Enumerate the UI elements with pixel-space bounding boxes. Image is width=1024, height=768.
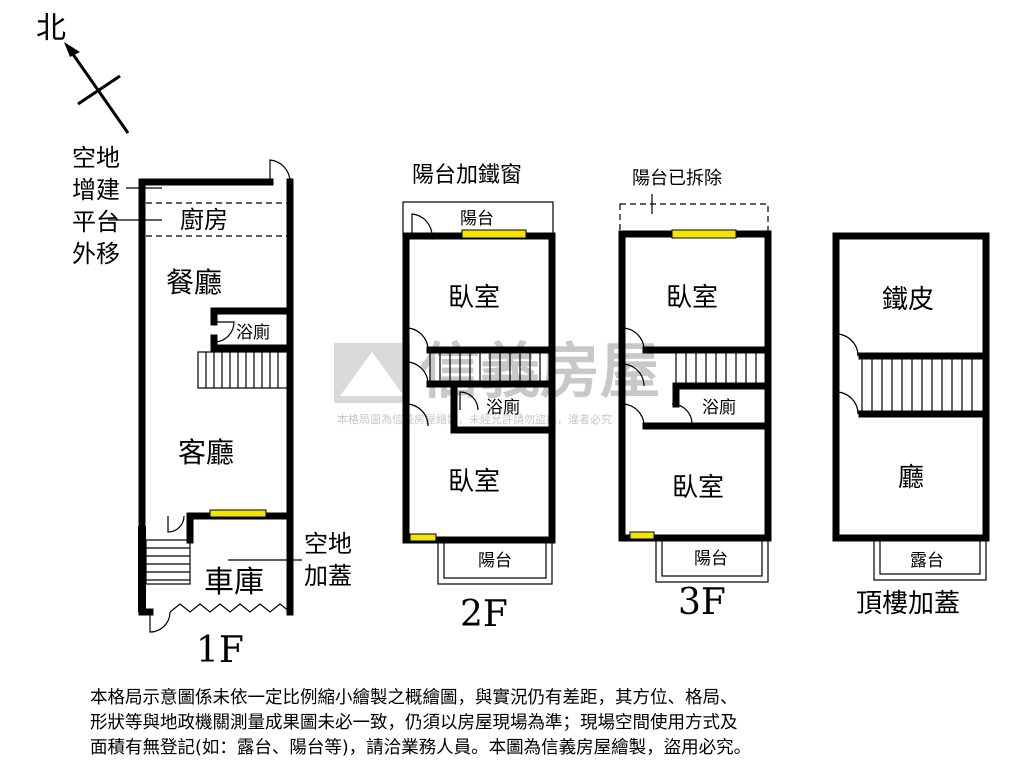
disclaimer-line-1: 本格局示意圖係未依一定比例縮小繪製之概繪圖，與實況仍有差距，其方位、格局、 — [90, 688, 738, 708]
floor-roof: 鐵皮 廳 露台 頂樓加蓋 — [832, 232, 990, 619]
floor-1f: 廚房 餐廳 浴廁 客廳 車庫 空地 增建 平台 外移 空地 加蓋 1F — [72, 144, 352, 671]
note-platform: 平台 — [72, 208, 120, 236]
label-kitchen: 廚房 — [180, 206, 228, 234]
label-garage: 車庫 — [204, 565, 264, 600]
north-label: 北 — [36, 11, 66, 46]
label-3f-bath: 浴廁 — [702, 397, 736, 418]
title-roof: 頂樓加蓋 — [856, 589, 960, 619]
label-3f-bedroom-bottom: 臥室 — [672, 473, 724, 503]
title-1f: 1F — [196, 630, 244, 671]
label-2f-bedroom-top: 臥室 — [448, 283, 500, 313]
label-living: 客廳 — [178, 436, 234, 469]
floor-2f: 陽台加鐵窗 陽台 臥室 浴廁 臥室 陽台 2F — [402, 163, 556, 635]
note-vacant-a: 空地 — [72, 144, 120, 172]
disclaimer: 本格局示意圖係未依一定比例縮小繪製之概繪圖，與實況仍有差距，其方位、格局、 形狀… — [90, 686, 990, 761]
label-roof-hall: 廳 — [898, 463, 924, 493]
label-2f-balcony-bottom: 陽台 — [478, 551, 512, 571]
floor-3f: 陽台已拆除 臥室 浴廁 臥室 陽台 3F — [618, 168, 772, 623]
disclaimer-line-3: 面積有無登記(如：露台、陽台等)，請洽業務人員。本圖為信義房屋繪製，盜用必究。 — [90, 738, 752, 758]
title-3f: 3F — [678, 582, 726, 623]
note-covered: 加蓋 — [304, 562, 352, 590]
disclaimer-line-2: 形狀等與地政機關測量成果圖未必一致，仍須以房屋現場為準；現場空間使用方式及 — [90, 713, 738, 733]
label-roof-iron: 鐵皮 — [882, 285, 934, 315]
watermark-logo-icon — [334, 343, 410, 403]
label-2f-balcony-top: 陽台 — [460, 209, 494, 229]
note-extension: 增建 — [72, 176, 120, 204]
note-3f: 陽台已拆除 — [632, 168, 722, 189]
watermark-notice: 本格局圖為信義房屋繪製，未經允許請勿盜用，違者必究 — [337, 412, 612, 426]
note-vacant-b: 空地 — [304, 530, 352, 558]
north-arrow: 北 — [36, 11, 130, 134]
title-2f: 2F — [460, 594, 508, 635]
label-roof-terrace: 露台 — [910, 551, 944, 571]
label-dining: 餐廳 — [166, 266, 222, 299]
label-3f-balcony-bottom: 陽台 — [694, 549, 728, 569]
label-2f-bath: 浴廁 — [486, 397, 520, 418]
note-moved-out: 外移 — [72, 240, 120, 268]
label-3f-bedroom-top: 臥室 — [666, 283, 718, 313]
note-2f: 陽台加鐵窗 — [412, 163, 522, 188]
label-bath-1f: 浴廁 — [236, 322, 270, 343]
label-2f-bedroom-bottom: 臥室 — [448, 467, 500, 497]
stairs-1f — [197, 351, 289, 389]
